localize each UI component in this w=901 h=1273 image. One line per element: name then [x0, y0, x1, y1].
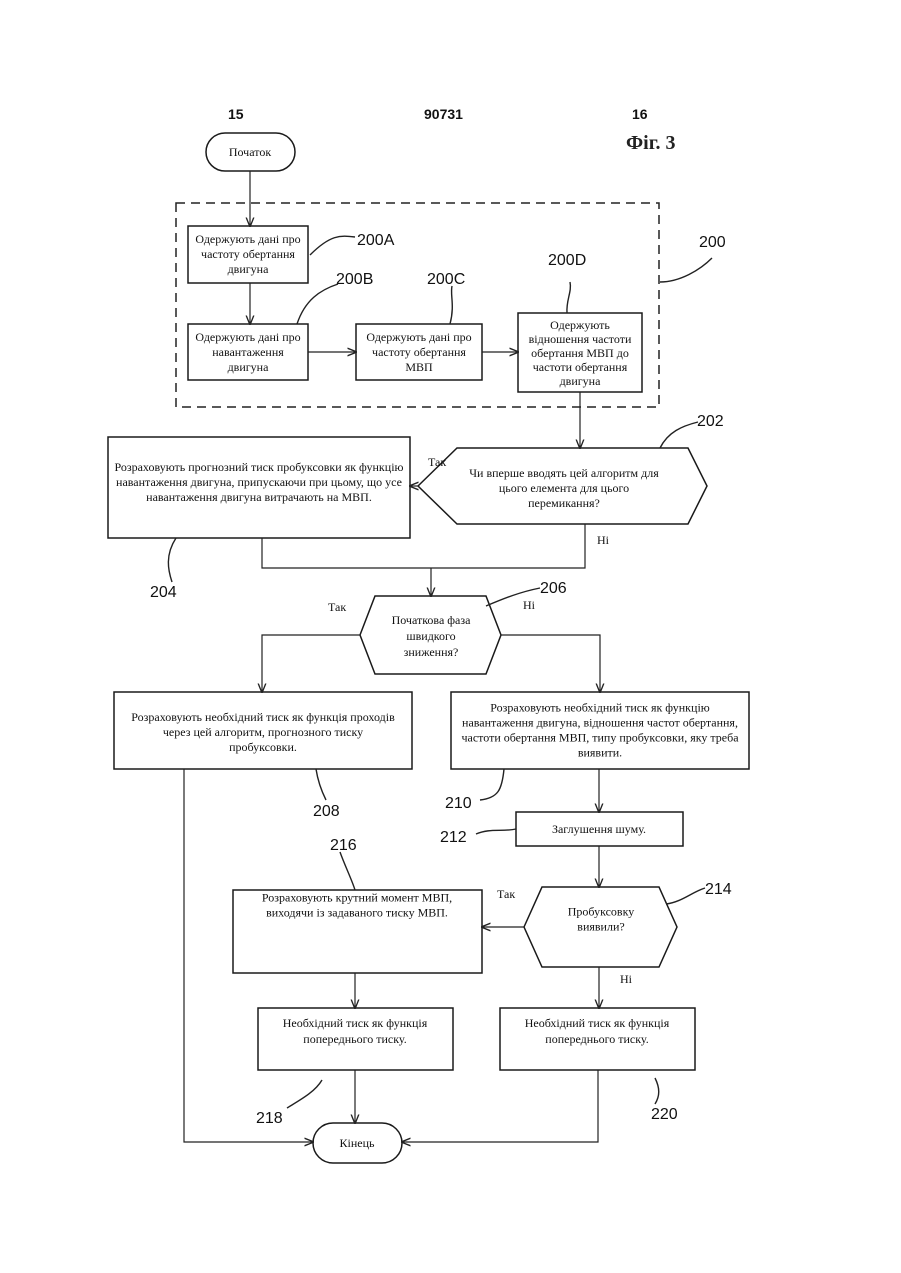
text-212: Заглушення шуму. [552, 822, 646, 836]
arrow-220-to-end [402, 1070, 598, 1142]
leader-200B [297, 284, 338, 324]
ref-200: 200 [699, 234, 726, 251]
ref-204: 204 [150, 584, 177, 601]
leader-200 [660, 258, 712, 282]
leader-216 [340, 852, 355, 890]
n200C-line: МВП [405, 360, 433, 374]
n216-line: виходячи із задаваного тиску МВП. [266, 906, 448, 920]
n200C-line: частоту обертання [372, 345, 466, 359]
leader-218 [287, 1080, 322, 1108]
ref-212: 212 [440, 829, 467, 846]
n210-line: частоти обертання МВП, типу пробуксовки,… [461, 731, 739, 745]
end-text: Кінець [340, 1136, 376, 1150]
leader-204 [168, 538, 176, 582]
n220-line: попереднього тиску. [545, 1032, 648, 1046]
n210-line: Розраховують необхідний тиск як функцію [490, 701, 710, 715]
label-214-yes: Так [497, 887, 515, 901]
n200A-line: частоту обертання [201, 247, 295, 261]
n200A-line: двигуна [228, 262, 270, 276]
n202-line: цього елемента для цього [499, 481, 629, 495]
n208-line: Розраховують необхідний тиск як функція … [131, 710, 395, 724]
n214-line: Пробуксовку [568, 905, 635, 919]
n208-line: пробуксовки. [229, 740, 297, 754]
n216-line: Розраховують крутний момент МВП, [262, 891, 452, 905]
ref-210: 210 [445, 795, 472, 812]
leader-220 [655, 1078, 659, 1104]
label-206-yes: Так [328, 600, 346, 614]
text-204: Розраховують прогнозний тиск пробуксовки… [114, 460, 403, 504]
ref-200D: 200D [548, 252, 586, 269]
label-202-yes: Так [428, 455, 446, 469]
n204-line: навантаження двигуна витрачають на МВП. [146, 490, 372, 504]
n200D-line: відношення частоти [529, 332, 632, 346]
n200D-line: двигуна [560, 374, 602, 388]
leader-208 [316, 769, 326, 800]
ref-208: 208 [313, 803, 340, 820]
n200B-line: Одержують дані про [195, 330, 300, 344]
label-206-no: Ні [523, 598, 536, 612]
label-214-no: Ні [620, 972, 633, 986]
n206-line: швидкого [406, 629, 455, 643]
n208-line: через цей алгоритм, прогнозного тиску [163, 725, 363, 739]
ref-220: 220 [651, 1106, 678, 1123]
n212-line: Заглушення шуму. [552, 822, 646, 836]
ref-200C: 200C [427, 271, 465, 288]
n218-line: Необхідний тиск як функція [283, 1016, 428, 1030]
n220-line: Необхідний тиск як функція [525, 1016, 670, 1030]
n204-line: навантаження двигуна, припускаючи при ць… [116, 475, 402, 489]
n200A-line: Одержують дані про [195, 232, 300, 246]
arrow-206-yes [262, 635, 360, 692]
leader-200D [567, 282, 571, 313]
arrow-206-no [501, 635, 600, 692]
text-214: Пробуксовкувиявили? [568, 905, 635, 934]
ref-214: 214 [705, 881, 732, 898]
n202-line: Чи вперше вводять цей алгоритм для [469, 466, 659, 480]
n200D-line: Одержують [550, 318, 610, 332]
leader-212 [476, 829, 516, 834]
label-202-no: Ні [597, 533, 610, 547]
n214-line: виявили? [577, 920, 624, 934]
ref-200A: 200A [357, 232, 395, 249]
n210-line: навантаження двигуна, відношення частот … [462, 716, 738, 730]
n200B-line: навантаження [212, 345, 284, 359]
ref-216: 216 [330, 837, 357, 854]
ref-206: 206 [540, 580, 567, 597]
start-text: Початок [229, 145, 271, 159]
n204-line: Розраховують прогнозний тиск пробуксовки… [114, 460, 403, 474]
leader-200A [310, 236, 355, 255]
leader-202 [660, 422, 698, 448]
n218-line: попереднього тиску. [303, 1032, 406, 1046]
n202-line: перемикання? [528, 496, 600, 510]
n206-line: Початкова фаза [392, 613, 472, 627]
n200D-line: частоти обертання [533, 360, 628, 374]
n200B-line: двигуна [228, 360, 270, 374]
start-line: Початок [229, 145, 271, 159]
leader-214 [666, 888, 705, 904]
ref-200B: 200B [336, 271, 373, 288]
leader-210 [480, 769, 504, 800]
leader-200C [450, 286, 452, 324]
ref-218: 218 [256, 1110, 283, 1127]
n200D-line: обертання МВП до [531, 346, 629, 360]
n206-line: зниження? [404, 645, 459, 659]
text-216: Розраховують крутний момент МВП,виходячи… [262, 891, 452, 920]
end-line: Кінець [340, 1136, 376, 1150]
n210-line: виявити. [578, 746, 622, 760]
ref-202: 202 [697, 413, 724, 430]
n200C-line: Одержують дані про [366, 330, 471, 344]
